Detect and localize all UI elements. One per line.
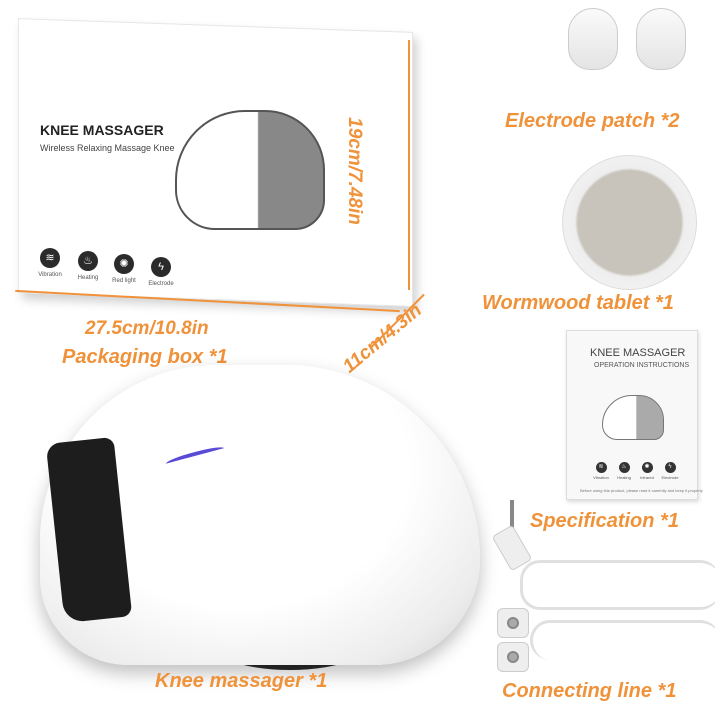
feature-label: Vibration <box>38 272 62 278</box>
infrared-icon: ✺ <box>641 462 653 473</box>
connecting-line-label: Connecting line *1 <box>502 680 677 702</box>
snap-connector <box>497 642 529 672</box>
manual-feature-label: Infrared <box>640 475 654 480</box>
depth-dimension: 11cm/4.3in <box>339 299 426 378</box>
manual-feature-label: Electrode <box>661 475 679 480</box>
heating-icon: ♨ <box>618 462 630 473</box>
manual-feature: ♨ Heating <box>613 462 635 480</box>
width-dimension: 27.5cm/10.8in <box>85 318 209 339</box>
manual-feature-label: Heating <box>617 475 631 480</box>
box-subtitle: Wireless Relaxing Massage Knee <box>40 143 175 153</box>
audio-plug <box>510 500 514 528</box>
height-dimension: 19cm/7.48in <box>343 117 365 225</box>
manual-subtitle: OPERATION INSTRUCTIONS <box>594 362 690 369</box>
heating-icon: ♨ <box>78 251 98 271</box>
electrode-icon: ϟ <box>151 257 171 277</box>
wormwood-tablet-label: Wormwood tablet *1 <box>482 292 674 314</box>
manual-title: KNEE MASSAGER <box>590 347 686 359</box>
vibration-icon: ≋ <box>595 462 607 473</box>
box-title: KNEE MASSAGER <box>40 122 164 138</box>
manual-feature: ≋ Vibration <box>590 462 612 480</box>
manual-footer: Before using this product, please read i… <box>580 488 703 493</box>
height-dimension-line <box>408 40 410 290</box>
cable <box>530 620 715 660</box>
knee-massager-label: Knee massager *1 <box>155 670 328 692</box>
specification-label: Specification *1 <box>530 510 679 532</box>
electrode-patch <box>568 8 618 70</box>
cable <box>520 560 715 610</box>
feature-red-light: ✺ Red light <box>104 254 144 284</box>
vibration-icon: ≋ <box>40 248 60 268</box>
snap-connector <box>497 608 529 638</box>
manual-feature-label: Vibration <box>593 475 609 480</box>
snap-icon <box>507 651 519 663</box>
electrode-patch-label: Electrode patch *2 <box>505 110 680 132</box>
feature-heating: ♨ Heating <box>68 251 108 281</box>
wormwood-tablet <box>562 155 697 290</box>
electrode-patch <box>636 8 686 70</box>
manual-product-image <box>602 395 664 440</box>
red-light-icon: ✺ <box>114 254 134 274</box>
feature-label: Red light <box>112 278 136 284</box>
manual-feature: ✺ Infrared <box>636 462 658 480</box>
feature-label: Heating <box>77 275 99 281</box>
feature-vibration: ≋ Vibration <box>30 248 70 278</box>
packaging-box-label: Packaging box *1 <box>62 346 228 368</box>
box-product-image <box>175 110 325 230</box>
electrode-icon: ϟ <box>664 462 676 473</box>
feature-label: Electrode <box>148 281 174 287</box>
snap-icon <box>507 617 519 629</box>
